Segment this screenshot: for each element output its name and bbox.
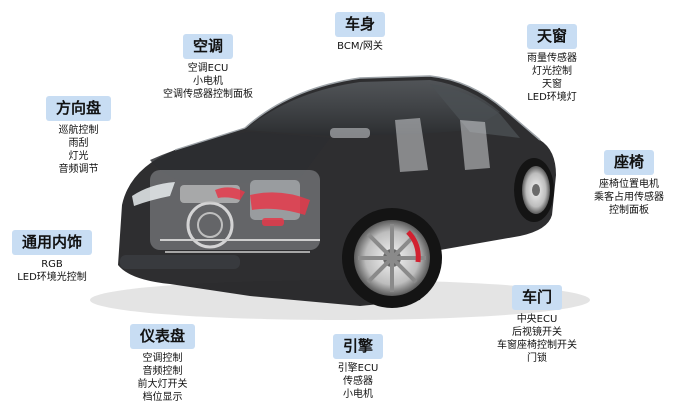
air-conditioning-item: 小电机 bbox=[193, 76, 223, 87]
body-control-title: 车身 bbox=[335, 12, 386, 37]
air-conditioning-title: 空调 bbox=[182, 34, 233, 59]
body-control-item: BCM/网关 bbox=[337, 41, 383, 52]
instrument-panel-group: 仪表盘 空调控制 音频控制 前大灯开关 档位显示 bbox=[130, 324, 196, 404]
front-bumper bbox=[120, 255, 240, 269]
seat-title: 座椅 bbox=[603, 150, 654, 175]
instrument-panel-title: 仪表盘 bbox=[130, 324, 196, 349]
general-interior-item: RGB bbox=[41, 259, 63, 270]
hood bbox=[150, 132, 330, 186]
sunroof-title: 天窗 bbox=[527, 24, 578, 49]
engine-item: 传感器 bbox=[343, 376, 373, 387]
general-interior-item: LED环境光控制 bbox=[17, 272, 87, 283]
instrument-panel-item: 音频控制 bbox=[142, 366, 183, 377]
windshield-glass bbox=[245, 80, 500, 136]
engine-item: 小电机 bbox=[343, 389, 373, 400]
sunroof-group: 天窗 雨量传感器 灯光控制 天窗 LED环境灯 bbox=[527, 24, 578, 104]
door-item: 门锁 bbox=[527, 353, 547, 364]
sunroof-item: 天窗 bbox=[542, 79, 562, 90]
seat-item: 乘客占用传感器 bbox=[594, 192, 664, 203]
body-control-group: 车身 BCM/网关 bbox=[335, 12, 386, 53]
steering-wheel-group: 方向盘 巡航控制 雨刮 灯光 音频调节 bbox=[46, 96, 112, 176]
instrument-panel-item: 档位显示 bbox=[142, 392, 183, 403]
door-item: 车窗座椅控制开关 bbox=[497, 340, 577, 351]
sunroof-item: 灯光控制 bbox=[532, 66, 572, 77]
air-conditioning-item: 空调ECU bbox=[187, 63, 229, 74]
steering-wheel-item: 灯光 bbox=[68, 151, 89, 162]
air-conditioning-group: 空调 空调ECU 小电机 空调传感器控制面板 bbox=[163, 34, 253, 101]
door-item: 中央ECU bbox=[516, 314, 558, 325]
seat-item: 座椅位置电机 bbox=[599, 179, 659, 190]
door-title: 车门 bbox=[511, 285, 562, 310]
general-interior-title: 通用内饰 bbox=[12, 230, 93, 255]
instrument-panel-item: 空调控制 bbox=[142, 353, 183, 364]
engine-group: 引擎 引擎ECU 传感器 小电机 bbox=[333, 334, 384, 401]
steering-wheel-item: 音频调节 bbox=[58, 164, 99, 175]
door-group: 车门 中央ECU 后视镜开关 车窗座椅控制开关 门锁 bbox=[497, 285, 577, 365]
highlighted-parts bbox=[215, 187, 310, 226]
rear-wheel bbox=[514, 158, 554, 222]
seat-group: 座椅 座椅位置电机 乘客占用传感器 控制面板 bbox=[594, 150, 664, 217]
sunroof-item: 雨量传感器 bbox=[527, 53, 577, 64]
steering-wheel-item: 雨刮 bbox=[68, 138, 89, 149]
headlight bbox=[132, 182, 175, 206]
steering-wheel-title: 方向盘 bbox=[46, 96, 112, 121]
steering-wheel-item: 巡航控制 bbox=[58, 125, 99, 136]
general-interior-group: 通用内饰 RGB LED环境光控制 bbox=[12, 230, 93, 284]
door-item: 后视镜开关 bbox=[512, 327, 562, 338]
seat-item: 控制面板 bbox=[609, 205, 649, 216]
sunroof-item: LED环境灯 bbox=[527, 92, 577, 103]
engine-title: 引擎 bbox=[333, 334, 384, 359]
instrument-panel-item: 前大灯开关 bbox=[137, 379, 188, 390]
engine-item: 引擎ECU bbox=[337, 363, 379, 374]
side-window bbox=[430, 84, 520, 138]
front-wheel bbox=[342, 208, 442, 308]
air-conditioning-item: 空调传感器控制面板 bbox=[163, 89, 253, 100]
interior-seats bbox=[330, 118, 490, 172]
